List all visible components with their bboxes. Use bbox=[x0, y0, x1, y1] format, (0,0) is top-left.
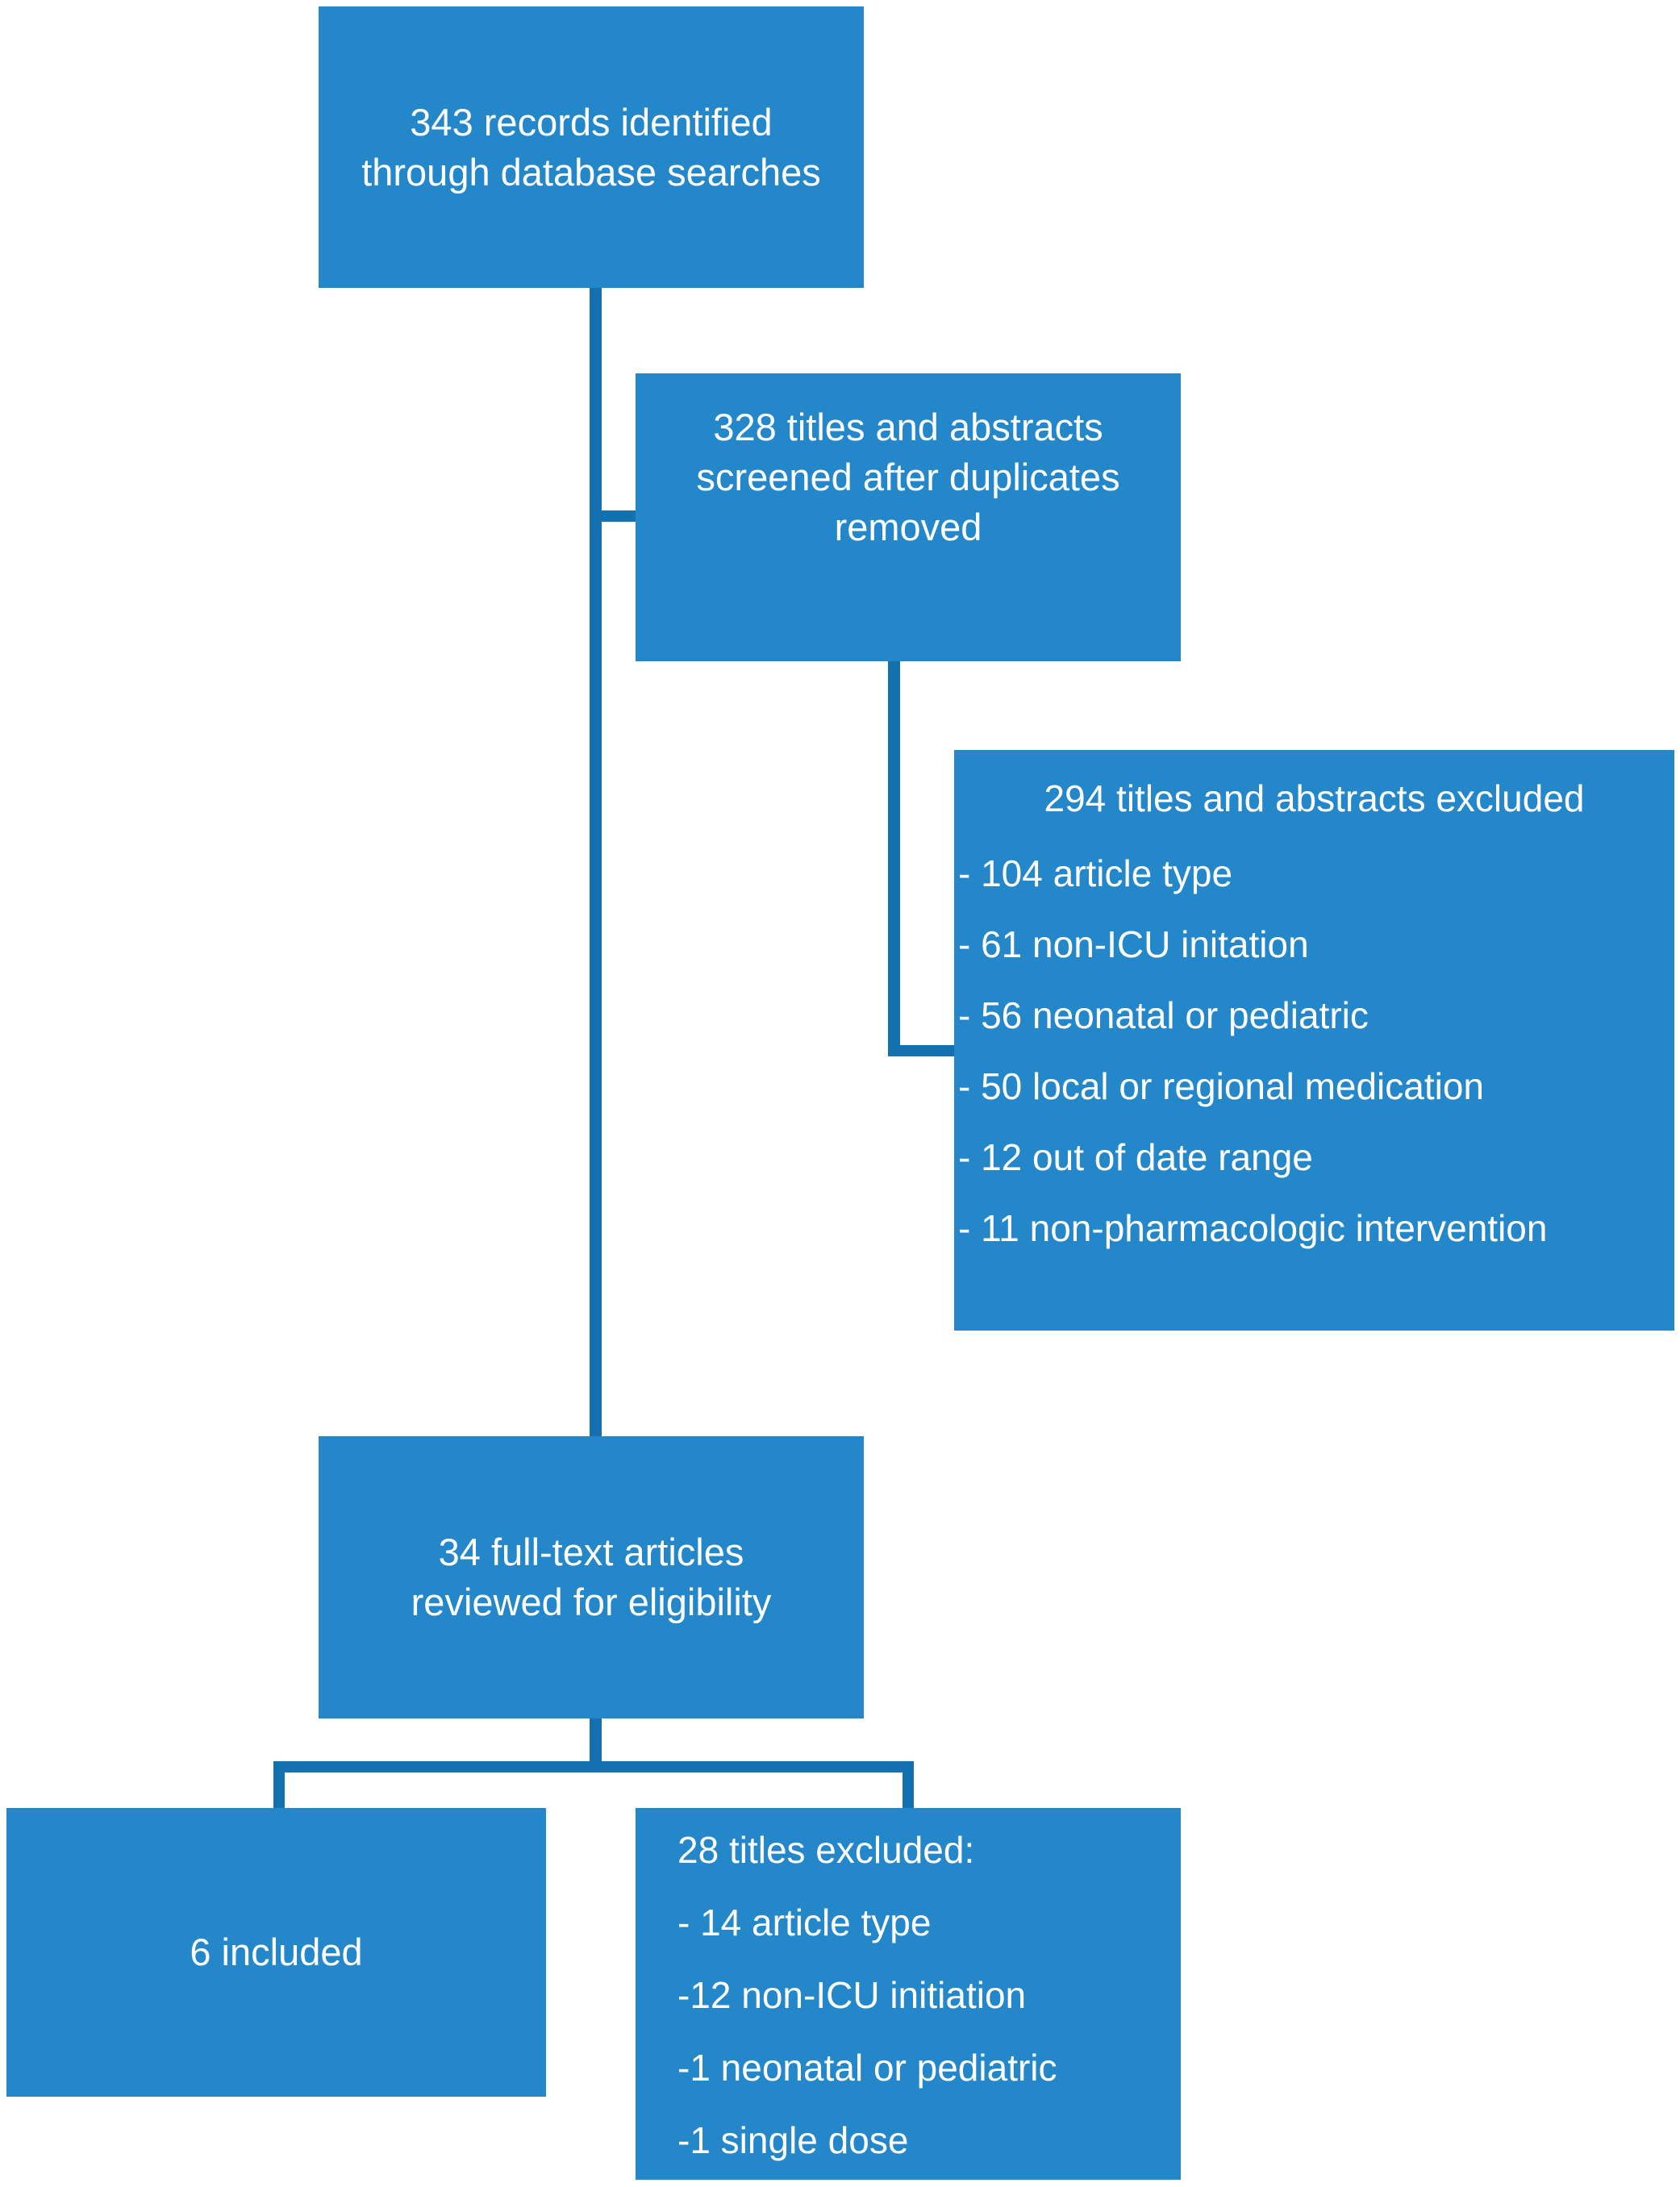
connector-main-vertical bbox=[590, 288, 602, 1436]
titles-screened-line1: 328 titles and abstracts bbox=[713, 406, 1103, 448]
fulltext-reviewed-line2: reviewed for eligibility bbox=[411, 1581, 772, 1623]
titles-excluded-header: 28 titles excluded: bbox=[677, 1829, 975, 1871]
excluded-reason-item: -1 neonatal or pediatric bbox=[677, 2047, 1057, 2089]
connector-branch-right-vertical bbox=[903, 1773, 914, 1808]
titles-screened-box: 328 titles and abstracts screened after … bbox=[636, 373, 1181, 661]
connector-stub-to-screened-box bbox=[602, 510, 636, 522]
excluded-reason-item: - 104 article type bbox=[958, 852, 1233, 894]
included-label: 6 included bbox=[190, 1931, 363, 1973]
titles-excluded-list: - 14 article type -12 non-ICU initiation… bbox=[636, 1886, 1181, 2177]
excluded-reason-item: - 56 neonatal or pediatric bbox=[958, 994, 1369, 1036]
records-identified-line2: through database searches bbox=[361, 150, 821, 194]
abstracts-excluded-box: 294 titles and abstracts excluded - 104 … bbox=[954, 750, 1674, 1331]
connector-elbow-to-excluded-box bbox=[900, 1045, 954, 1056]
connector-screened-down-vertical bbox=[888, 661, 900, 1056]
records-identified-line1: 343 records identified bbox=[410, 100, 773, 144]
excluded-reason-item: -12 non-ICU initiation bbox=[677, 1974, 1027, 2016]
abstracts-excluded-list: - 104 article type - 61 non-ICU initatio… bbox=[954, 838, 1674, 1264]
fulltext-reviewed-line1: 34 full-text articles bbox=[438, 1531, 744, 1573]
titles-screened-line2: screened after duplicates bbox=[696, 456, 1120, 498]
connector-branch-left-vertical bbox=[273, 1773, 285, 1808]
fulltext-reviewed-box: 34 full-text articles reviewed for eligi… bbox=[319, 1436, 864, 1718]
connector-stub-below-fulltext-box bbox=[590, 1718, 602, 1761]
records-identified-box: 343 records identified through database … bbox=[319, 6, 864, 288]
included-box: 6 included bbox=[6, 1808, 546, 2097]
excluded-reason-item: - 50 local or regional medication bbox=[958, 1065, 1485, 1107]
titles-screened-line3: removed bbox=[834, 506, 982, 548]
abstracts-excluded-header: 294 titles and abstracts excluded bbox=[1044, 777, 1585, 819]
excluded-reason-item: -1 single dose bbox=[677, 2119, 909, 2161]
titles-excluded-box: 28 titles excluded: - 14 article type -1… bbox=[636, 1808, 1181, 2180]
excluded-reason-item: - 12 out of date range bbox=[958, 1136, 1313, 1178]
excluded-reason-item: - 11 non-pharmacologic intervention bbox=[958, 1207, 1548, 1249]
connector-t-bar-horizontal bbox=[273, 1761, 914, 1773]
excluded-reason-item: - 14 article type bbox=[677, 1902, 932, 1943]
excluded-reason-item: - 61 non-ICU initation bbox=[958, 923, 1309, 965]
